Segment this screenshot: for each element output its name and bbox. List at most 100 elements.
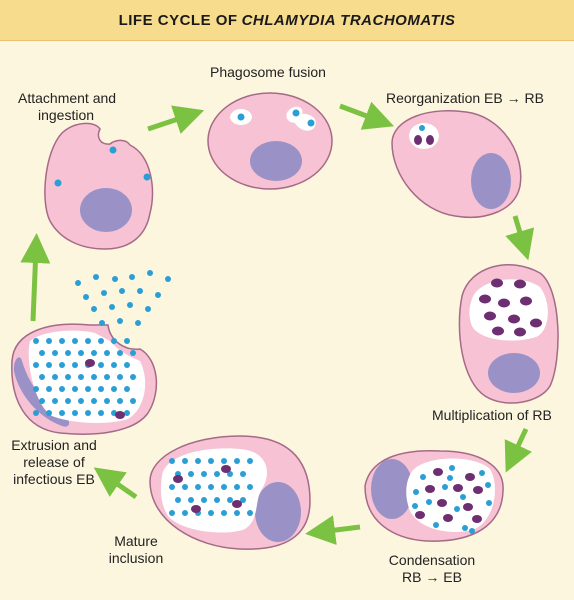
- eb-particle: [72, 338, 78, 344]
- label-condensation: Condensation RB → EB: [382, 552, 482, 586]
- eb-particle: [442, 484, 448, 490]
- arrow-phago-to-reorg: [339, 101, 395, 130]
- rb-particle: [508, 314, 520, 324]
- eb-particle: [182, 458, 188, 464]
- eb-particle: [98, 338, 104, 344]
- eb-particle: [39, 374, 45, 380]
- eb-particle: [65, 398, 71, 404]
- eb-particle: [46, 410, 52, 416]
- eb-particle: [208, 458, 214, 464]
- eb-particle: [117, 374, 123, 380]
- eb-particle-group: [169, 458, 253, 516]
- eb-particle: [109, 304, 115, 310]
- nucleus: [255, 482, 301, 542]
- eb-particle: [75, 280, 81, 286]
- eb-particle: [72, 386, 78, 392]
- eb-particle: [59, 338, 65, 344]
- label-attachment: Attachment and ingestion: [18, 90, 116, 124]
- rb-particle: [232, 500, 242, 508]
- label-line: release of: [23, 454, 85, 470]
- eb-particle: [65, 374, 71, 380]
- eb-particle: [182, 510, 188, 516]
- eb-particle: [59, 410, 65, 416]
- eb-particle: [117, 318, 123, 324]
- eb-particle: [33, 338, 39, 344]
- cell-extrusion: [11, 270, 171, 435]
- eb-particle: [169, 458, 175, 464]
- rb-particle: [443, 514, 453, 522]
- title-prefix: LIFE CYCLE OF: [118, 11, 238, 29]
- eb-particle: [91, 350, 97, 356]
- label-line: Mature: [114, 533, 158, 549]
- rb-particle: [437, 499, 447, 507]
- nucleus: [471, 153, 511, 209]
- rb-particle: [221, 465, 231, 473]
- inclusion: [469, 279, 548, 341]
- eb-particle: [147, 270, 153, 276]
- label-line: RB → EB: [402, 569, 462, 585]
- eb-particle: [227, 471, 233, 477]
- eb-particle: [240, 471, 246, 477]
- eb-particle: [124, 386, 130, 392]
- eb-particle: [420, 474, 426, 480]
- eb-particle: [155, 292, 161, 298]
- label-extrusion: Extrusion and release of infectious EB: [4, 437, 104, 488]
- eb-particle: [307, 119, 315, 127]
- eb-particle: [91, 306, 97, 312]
- eb-particle: [111, 362, 117, 368]
- eb-particle: [182, 484, 188, 490]
- eb-particle: [98, 410, 104, 416]
- eb-particle: [479, 470, 485, 476]
- eb-particle: [33, 386, 39, 392]
- eb-particle: [85, 386, 91, 392]
- eb-particle: [169, 484, 175, 490]
- rb-particle: [520, 296, 532, 306]
- eb-particle: [127, 302, 133, 308]
- eb-particle: [130, 398, 136, 404]
- label-line: Condensation: [388, 552, 476, 568]
- eb-particle: [447, 475, 453, 481]
- rb-particle: [85, 359, 95, 367]
- eb-particle: [104, 350, 110, 356]
- eb-particle: [419, 125, 425, 131]
- rb-particle: [433, 468, 443, 476]
- rb-particle-group: [479, 278, 542, 337]
- label-mature: Mature inclusion: [96, 533, 176, 567]
- eb-particle: [109, 146, 117, 154]
- eb-particle: [59, 386, 65, 392]
- label-reorganization: Reorganization EB → RB: [386, 90, 544, 106]
- eb-particle: [85, 410, 91, 416]
- nucleus: [80, 188, 132, 232]
- rb-particle: [453, 484, 463, 492]
- eb-particle: [85, 338, 91, 344]
- eb-particle: [130, 374, 136, 380]
- label-line: Attachment and: [18, 90, 117, 106]
- arrow-extrusion-to-attach: [20, 233, 51, 322]
- eb-particle: [433, 522, 439, 528]
- label-line: Extrusion and: [11, 437, 97, 453]
- eb-particle: [65, 350, 71, 356]
- eb-particle: [413, 489, 419, 495]
- rb-particle: [415, 511, 425, 519]
- eb-particle: [59, 362, 65, 368]
- inclusion: [28, 330, 146, 423]
- eb-particle: [52, 398, 58, 404]
- eb-particle: [78, 398, 84, 404]
- eb-particle: [54, 179, 62, 187]
- eb-particle: [214, 497, 220, 503]
- eb-particle: [221, 510, 227, 516]
- rb-particle: [484, 311, 496, 321]
- eb-particle: [175, 497, 181, 503]
- eb-particle: [240, 497, 246, 503]
- eb-particle: [119, 288, 125, 294]
- eb-particle: [72, 410, 78, 416]
- cell-condensation: [364, 450, 504, 542]
- arrow-cond-to-mature: [305, 515, 361, 546]
- eb-particle: [33, 410, 39, 416]
- rb-particle: [414, 135, 422, 145]
- eb-particle: [91, 398, 97, 404]
- rb-particle: [425, 485, 435, 493]
- rb-particle: [115, 411, 125, 419]
- eb-particle: [247, 458, 253, 464]
- eb-particle: [130, 350, 136, 356]
